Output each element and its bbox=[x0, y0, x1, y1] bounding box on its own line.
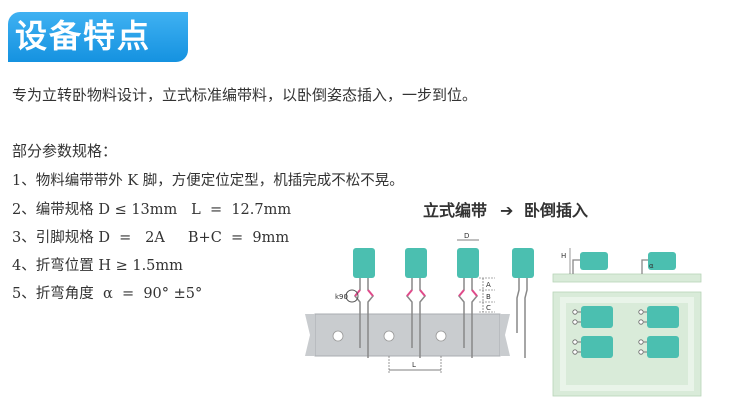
inserted-component bbox=[647, 306, 679, 328]
inserted-component bbox=[581, 336, 613, 358]
spec-item-1: 1、物料编带带外 K 脚，方便定位定型，机插完成不松不晃。 bbox=[12, 173, 404, 189]
lead-bend-mark bbox=[406, 289, 413, 297]
vertical-tape-illustration: k90 D A B C L bbox=[305, 232, 510, 373]
dimension-label-b: B bbox=[486, 293, 491, 301]
k90-label: k90 bbox=[335, 293, 348, 301]
solder-pad bbox=[638, 319, 644, 325]
component-body bbox=[405, 248, 427, 278]
laid-component bbox=[648, 252, 676, 270]
dimension-label-c: C bbox=[486, 304, 491, 312]
diagram-title-vertical-tape: 立式编带 bbox=[423, 201, 488, 220]
lead-bend-mark bbox=[458, 289, 465, 297]
angle-label-alpha: α bbox=[649, 262, 654, 270]
tape-to-insert-diagram: k90 D A B C L bbox=[305, 232, 702, 397]
spec-item-4: 4、折弯位置 H ≥ 1.5mm bbox=[12, 258, 183, 274]
solder-pad bbox=[638, 349, 644, 355]
diagram-title-horizontal-insert: 卧倒插入 bbox=[524, 201, 589, 220]
single-bent-component bbox=[512, 248, 534, 358]
sprocket-hole bbox=[383, 330, 395, 342]
component-lead bbox=[572, 259, 580, 274]
arrow-right-icon: ➔ bbox=[500, 201, 514, 220]
sprocket-hole bbox=[332, 330, 344, 342]
tape-right-edge bbox=[500, 314, 510, 356]
inserted-component bbox=[581, 306, 613, 328]
lead-bend-mark bbox=[367, 289, 374, 297]
solder-pad bbox=[572, 319, 578, 325]
component-lead bbox=[641, 259, 648, 274]
spec-item-2: 2、编带规格 D ≤ 13mm L = 12.7mm bbox=[12, 202, 292, 218]
sprocket-hole bbox=[435, 330, 447, 342]
dimension-label-h: H bbox=[561, 252, 566, 260]
inserted-component bbox=[647, 336, 679, 358]
spec-item-5: 5、折弯角度 α = 90° ±5° bbox=[12, 286, 203, 302]
tape-left-edge bbox=[305, 314, 315, 356]
component-body bbox=[457, 248, 479, 278]
k90-indicator bbox=[345, 289, 359, 303]
component-lead bbox=[516, 278, 520, 333]
component-lead bbox=[524, 278, 528, 358]
title-badge bbox=[8, 12, 188, 62]
horizontal-insert-illustration: H α bbox=[552, 248, 702, 397]
intro-text: 专为立转卧物料设计，立式标准编带料，以卧倒姿态插入，一步到位。 bbox=[12, 86, 478, 104]
dimension-label-l: L bbox=[412, 361, 416, 369]
paper-tape-band bbox=[314, 313, 501, 357]
component-body bbox=[353, 248, 375, 278]
lead-bend-mark bbox=[419, 289, 426, 297]
spec-item-3: 3、引脚规格 D = 2A B+C = 9mm bbox=[12, 230, 290, 246]
solder-pad bbox=[638, 339, 644, 345]
solder-pad bbox=[572, 349, 578, 355]
solder-pad bbox=[572, 339, 578, 345]
dimension-label-d: D bbox=[464, 232, 469, 240]
lead-bend-mark bbox=[471, 289, 478, 297]
solder-pad bbox=[572, 309, 578, 315]
specs-heading: 部分参数规格： bbox=[12, 142, 118, 160]
board-side-view bbox=[552, 273, 702, 283]
dimension-label-a: A bbox=[486, 281, 491, 289]
component-body bbox=[512, 248, 534, 278]
page-title: 设备特点 bbox=[15, 17, 152, 55]
board-trace bbox=[560, 297, 694, 391]
laid-component bbox=[580, 252, 608, 270]
solder-pad bbox=[638, 309, 644, 315]
